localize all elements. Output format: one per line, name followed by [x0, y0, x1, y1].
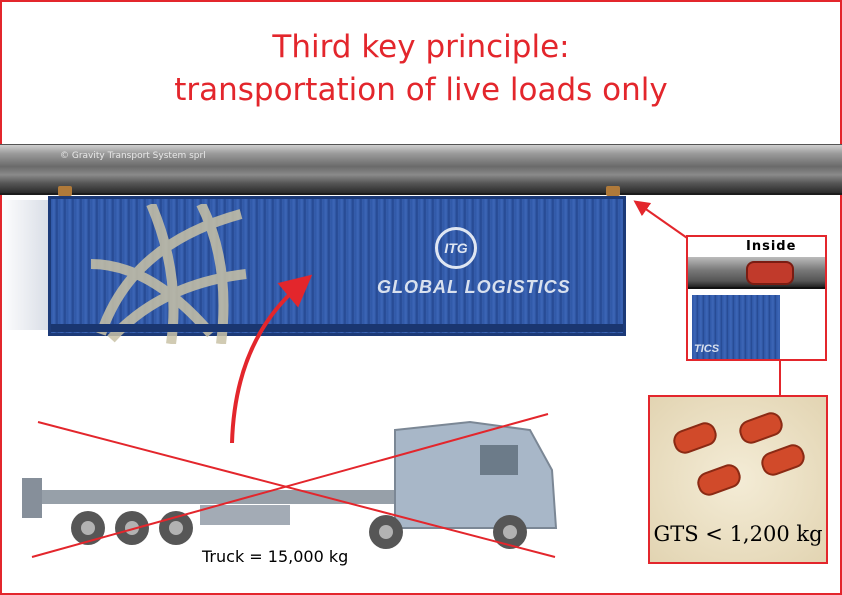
globe-graphic-icon	[91, 204, 247, 344]
bogie-icon	[746, 261, 794, 285]
truck-weight-label: Truck = 15,000 kg	[202, 547, 349, 566]
gts-panel: GTS < 1,200 kg	[648, 395, 828, 564]
gts-bogies-icon	[673, 412, 805, 496]
hang-point-right	[606, 186, 620, 196]
itg-logo-badge: ITG	[435, 227, 477, 269]
title-line-1: Third key principle:	[272, 29, 570, 65]
inside-label: Inside	[746, 239, 797, 254]
gts-weight-label: GTS < 1,200 kg	[653, 522, 823, 546]
overhead-rail	[0, 144, 842, 195]
title-line-2: transportation of live loads only	[174, 72, 668, 108]
copyright-text: © Gravity Transport System sprl	[60, 151, 206, 161]
shipping-container: ITG GLOBAL LOGISTICS	[48, 196, 626, 344]
inside-container	[692, 295, 780, 359]
inside-container-text: TICS	[694, 343, 720, 355]
hang-point-left	[58, 186, 72, 196]
container-logo-text: GLOBAL LOGISTICS	[377, 277, 571, 297]
inside-detail-panel: Inside TICS	[686, 235, 827, 361]
container-bottom-rail	[51, 324, 623, 332]
